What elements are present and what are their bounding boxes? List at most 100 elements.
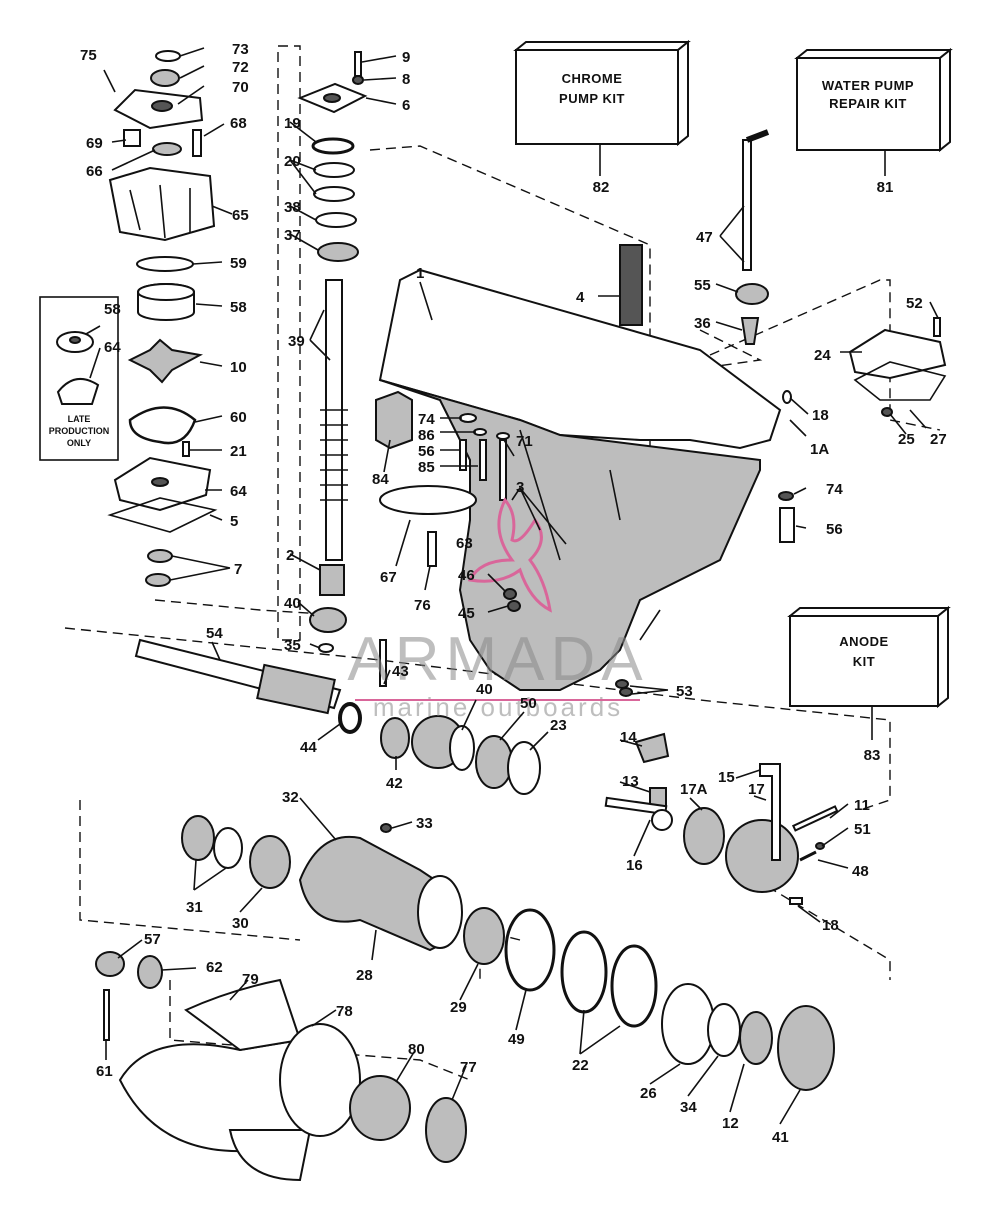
part-label: 56 bbox=[418, 443, 435, 460]
part-label: 74 bbox=[418, 411, 435, 428]
inset-note-line2: PRODUCTION bbox=[49, 426, 110, 436]
part-label: 61 bbox=[96, 1063, 113, 1080]
part-label: 58 bbox=[230, 299, 247, 316]
part-label: 78 bbox=[336, 1003, 353, 1020]
part-label: 19 bbox=[284, 115, 301, 132]
part-label: 44 bbox=[300, 739, 317, 756]
kit-number: 81 bbox=[877, 179, 894, 196]
propshaft-assembly bbox=[134, 638, 839, 905]
part-label: 50 bbox=[520, 695, 537, 712]
part-label: 31 bbox=[186, 899, 203, 916]
part-label: 48 bbox=[852, 863, 869, 880]
part-label: 45 bbox=[458, 605, 475, 622]
part-label: 64 bbox=[104, 339, 121, 356]
part-label: 66 bbox=[86, 163, 103, 180]
part-label: 20 bbox=[284, 153, 301, 170]
part-label: 39 bbox=[288, 333, 305, 350]
water-pump-assembly bbox=[56, 50, 218, 587]
part-label: 12 bbox=[722, 1115, 739, 1132]
part-label: 34 bbox=[680, 1099, 697, 1116]
part-label: 7 bbox=[234, 561, 242, 578]
part-label: 75 bbox=[80, 47, 97, 64]
part-label: 18 bbox=[812, 407, 829, 424]
gearcase-housing bbox=[375, 129, 947, 691]
part-label: 17A bbox=[680, 781, 708, 798]
part-label: 8 bbox=[402, 71, 410, 88]
part-label: 14 bbox=[620, 729, 637, 746]
part-label: 21 bbox=[230, 443, 247, 460]
part-label: 6 bbox=[402, 97, 410, 114]
part-label: 65 bbox=[232, 207, 249, 224]
part-label: 41 bbox=[772, 1129, 789, 1146]
inset-note-line3: ONLY bbox=[67, 438, 91, 448]
part-label: 25 bbox=[898, 431, 915, 448]
part-label: 40 bbox=[476, 681, 493, 698]
part-label: 79 bbox=[242, 971, 259, 988]
part-label: 38 bbox=[284, 199, 301, 216]
part-label: 56 bbox=[826, 521, 843, 538]
part-label: 84 bbox=[372, 471, 389, 488]
part-label: 16 bbox=[626, 857, 643, 874]
part-label: 3 bbox=[516, 479, 524, 496]
part-label: 57 bbox=[144, 931, 161, 948]
part-label: 43 bbox=[392, 663, 409, 680]
part-label: 35 bbox=[284, 637, 301, 654]
part-label: 42 bbox=[386, 775, 403, 792]
inset-note-line1: LATE bbox=[68, 414, 91, 424]
part-label: 26 bbox=[640, 1085, 657, 1102]
part-label: 68 bbox=[230, 115, 247, 132]
part-label: 69 bbox=[86, 135, 103, 152]
part-label: 74 bbox=[826, 481, 843, 498]
leader-lines bbox=[85, 47, 939, 1125]
kit-title-line2: PUMP KIT bbox=[559, 91, 625, 106]
kit-title-line1: ANODE bbox=[839, 634, 888, 649]
part-label: 36 bbox=[694, 315, 711, 332]
watermark-tagline: marine outboards bbox=[373, 692, 623, 722]
part-label: 54 bbox=[206, 625, 223, 642]
part-label: 22 bbox=[572, 1057, 589, 1074]
part-label: 80 bbox=[408, 1041, 425, 1058]
part-label: 40 bbox=[284, 595, 301, 612]
part-label: 28 bbox=[356, 967, 373, 984]
part-label: 17 bbox=[748, 781, 765, 798]
part-label: 32 bbox=[282, 789, 299, 806]
part-label: 76 bbox=[414, 597, 431, 614]
kit-title-line2: KIT bbox=[853, 654, 875, 669]
part-label: 33 bbox=[416, 815, 433, 832]
driveshaft-assembly bbox=[297, 51, 368, 653]
part-label: 64 bbox=[230, 483, 247, 500]
part-labels: 75 73 72 70 69 66 68 65 59 58 58 64 10 6… bbox=[80, 41, 947, 1146]
part-label: 51 bbox=[854, 821, 871, 838]
part-label: 70 bbox=[232, 79, 249, 96]
part-label: 86 bbox=[418, 427, 435, 444]
part-label: 49 bbox=[508, 1031, 525, 1048]
kit-box-anode: ANODE KIT 83 bbox=[787, 605, 951, 764]
part-label: 24 bbox=[814, 347, 831, 364]
kit-number: 82 bbox=[593, 179, 610, 196]
part-label: 18 bbox=[822, 917, 839, 934]
bearing-carrier-assembly bbox=[181, 815, 835, 1091]
part-label: 2 bbox=[286, 547, 294, 564]
part-label: 4 bbox=[576, 289, 585, 306]
part-label: 37 bbox=[284, 227, 301, 244]
part-label: 77 bbox=[460, 1059, 477, 1076]
part-label: 47 bbox=[696, 229, 713, 246]
part-label: 53 bbox=[676, 683, 693, 700]
kit-box-chrome-pump: CHROME PUMP KIT 82 bbox=[513, 39, 691, 196]
part-label: 62 bbox=[206, 959, 223, 976]
propeller-assembly bbox=[95, 951, 467, 1182]
part-label: 30 bbox=[232, 915, 249, 932]
part-label: 67 bbox=[380, 569, 397, 586]
part-label: 23 bbox=[550, 717, 567, 734]
part-label: 9 bbox=[402, 49, 410, 66]
part-label: 11 bbox=[854, 797, 870, 814]
part-label: 71 bbox=[516, 433, 533, 450]
part-label: 13 bbox=[622, 773, 639, 790]
part-label: 27 bbox=[930, 431, 947, 448]
kit-box-water-pump-repair: WATER PUMP REPAIR KIT 81 bbox=[794, 47, 953, 196]
part-label: 10 bbox=[230, 359, 247, 376]
part-label: 1 bbox=[416, 265, 424, 282]
kit-title-line1: CHROME bbox=[562, 71, 623, 86]
part-label: 85 bbox=[418, 459, 435, 476]
